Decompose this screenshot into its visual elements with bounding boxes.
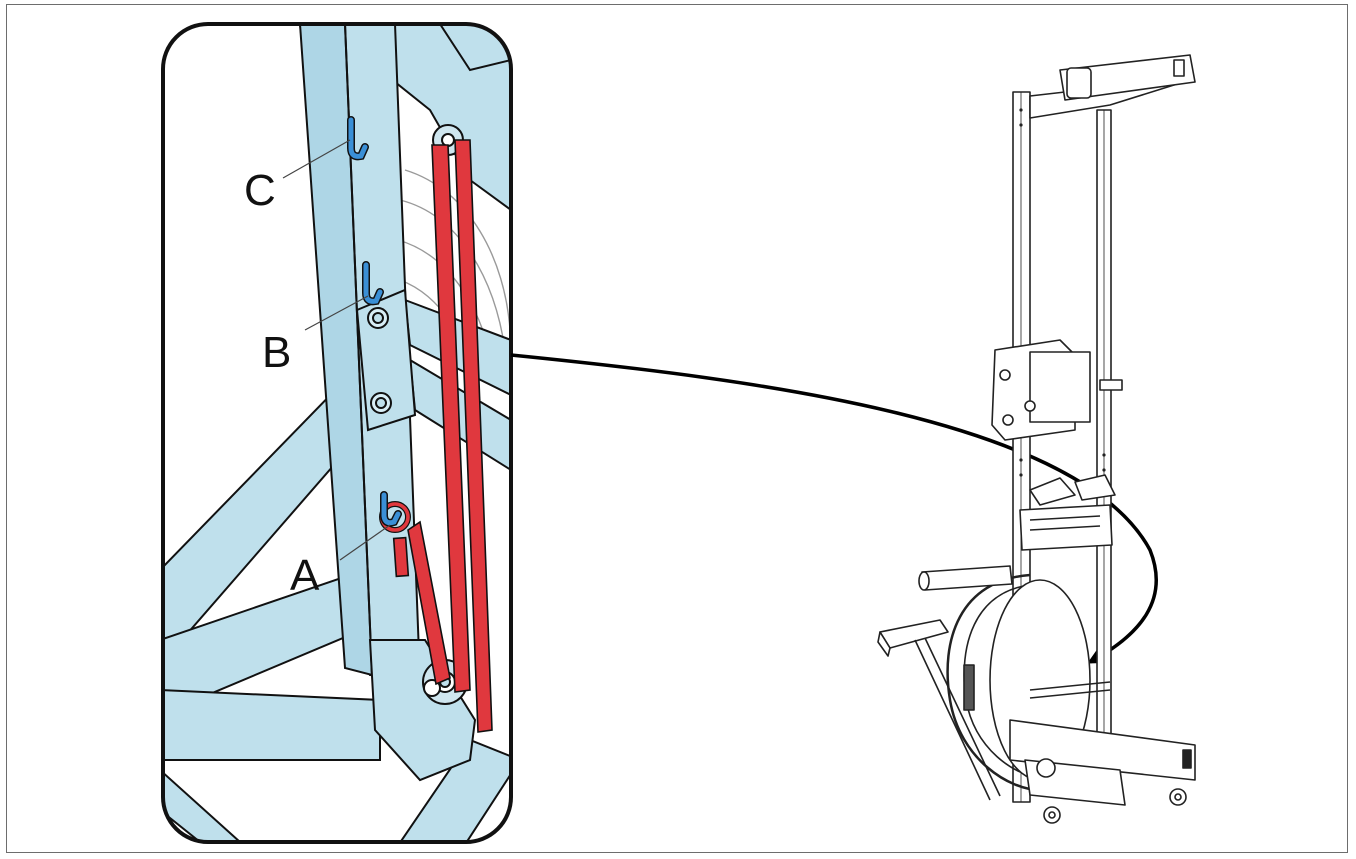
detail-callout: C B A xyxy=(161,22,513,844)
top-handle-bracket xyxy=(1059,54,1196,101)
label-a: A xyxy=(290,551,320,600)
pointer-arrow xyxy=(510,353,1158,664)
tank-window xyxy=(963,664,975,711)
foot-pedal-left xyxy=(1029,477,1076,506)
red-straps xyxy=(392,139,493,733)
seat xyxy=(879,619,949,649)
hooks xyxy=(347,116,402,527)
rower-machine xyxy=(877,54,1196,824)
leader-lines xyxy=(282,139,391,561)
label-b: B xyxy=(262,328,291,377)
handlebar xyxy=(921,565,1013,591)
label-c: C xyxy=(244,166,276,215)
foot-pedal-right xyxy=(1074,474,1116,501)
hook-c xyxy=(347,116,369,161)
hook-b xyxy=(362,261,384,306)
diagonal-support-tubes xyxy=(163,378,511,842)
mounting-plate xyxy=(355,288,417,432)
callout-border xyxy=(161,22,513,844)
flywheel-housing xyxy=(946,573,1041,792)
monitor-frame xyxy=(1029,351,1091,423)
hook-a xyxy=(380,491,402,527)
